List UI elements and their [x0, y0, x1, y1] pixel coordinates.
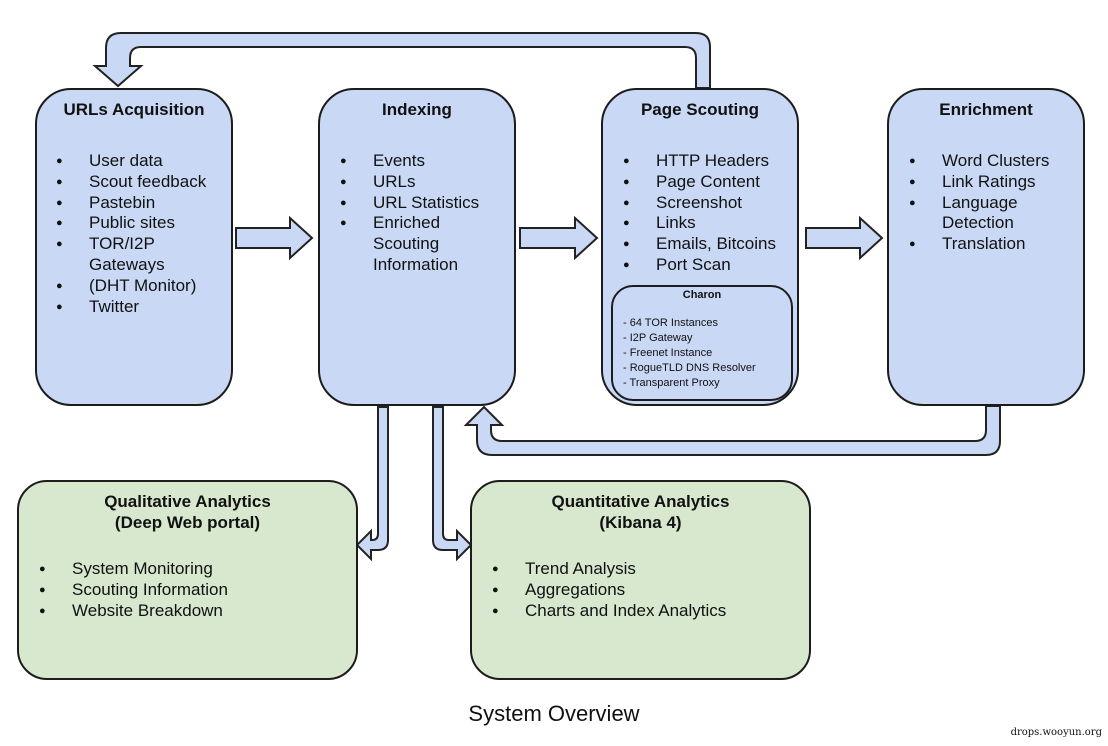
list-item: Translation	[909, 234, 1084, 255]
list-item: Language Detection	[909, 193, 1042, 235]
page-scouting-list: HTTP Headers Page Content Screenshot Lin…	[623, 151, 801, 276]
list-item: Twitter	[56, 297, 231, 318]
arrow-indexing-to-scouting	[519, 215, 599, 261]
list-item: Scout feedback	[56, 172, 231, 193]
list-item: Emails, Bitcoins	[623, 234, 801, 255]
diagram-caption: System Overview	[468, 701, 640, 726]
enrichment-list: Word Clusters Link Ratings Language Dete…	[909, 151, 1084, 255]
list-item: System Monitoring	[39, 559, 339, 580]
list-item: Port Scan	[623, 255, 801, 276]
quantitative-analytics-box: Quantitative Analytics (Kibana 4) Trend …	[470, 480, 811, 680]
list-item: Page Content	[623, 172, 801, 193]
enrichment-box: Enrichment Word Clusters Link Ratings La…	[887, 88, 1085, 406]
list-item: Charts and Index Analytics	[492, 601, 802, 622]
arrow-indexing-to-quantitative	[432, 406, 473, 562]
quantitative-analytics-subtitle: (Kibana 4)	[599, 513, 682, 532]
charon-list: - 64 TOR Instances - I2P Gateway - Freen…	[623, 316, 756, 391]
charon-title: Charon	[682, 289, 722, 301]
arrow-urls-to-indexing	[235, 215, 314, 261]
list-item: User data	[56, 151, 231, 172]
indexing-box: Indexing Events URLs URL Statistics Enri…	[318, 88, 516, 406]
list-item: (DHT Monitor)	[56, 276, 231, 297]
enrichment-title: Enrichment	[939, 100, 1033, 119]
list-item: TOR/I2P Gateways	[56, 234, 199, 276]
list-item: Pastebin	[56, 193, 231, 214]
qualitative-analytics-box: Qualitative Analytics (Deep Web portal) …	[17, 480, 358, 680]
list-item: - I2P Gateway	[623, 332, 693, 344]
qualitative-analytics-subtitle: (Deep Web portal)	[114, 513, 261, 532]
page-scouting-title: Page Scouting	[640, 100, 760, 119]
watermark: drops.wooyun.org	[1010, 727, 1102, 738]
list-item: - 64 TOR Instances	[623, 317, 718, 329]
list-item: Aggregations	[492, 580, 802, 601]
urls-acquisition-list: User data Scout feedback Pastebin Public…	[56, 151, 231, 317]
list-item: HTTP Headers	[623, 151, 801, 172]
list-item: URL Statistics	[340, 193, 500, 214]
list-item: Links	[623, 213, 801, 234]
list-item: Events	[340, 151, 500, 172]
quantitative-analytics-title: Quantitative Analytics	[551, 492, 730, 511]
list-item: Word Clusters	[909, 151, 1084, 172]
list-item: Enriched Scouting Information	[340, 213, 483, 275]
list-item: - Freenet Instance	[623, 347, 713, 359]
list-item: URLs	[340, 172, 500, 193]
list-item: - RogueTLD DNS Resolver	[623, 362, 756, 374]
list-item: Trend Analysis	[492, 559, 802, 580]
arrow-enrichment-to-indexing	[463, 405, 1001, 456]
list-item: - Transparent Proxy	[623, 377, 720, 389]
urls-acquisition-title: URLs Acquisition	[63, 100, 205, 119]
charon-box: Charon - 64 TOR Instances - I2P Gateway …	[611, 285, 793, 401]
arrow-scouting-to-enrichment	[805, 215, 884, 261]
list-item: Website Breakdown	[39, 601, 339, 622]
quantitative-analytics-list: Trend Analysis Aggregations Charts and I…	[492, 559, 802, 621]
arrow-indexing-to-qualitative	[355, 406, 389, 562]
indexing-list: Events URLs URL Statistics Enriched Scou…	[340, 151, 500, 276]
qualitative-analytics-list: System Monitoring Scouting Information W…	[39, 559, 339, 621]
qualitative-analytics-title: Qualitative Analytics	[104, 492, 271, 511]
indexing-title: Indexing	[382, 100, 452, 119]
list-item: Public sites	[56, 213, 231, 234]
urls-acquisition-box: URLs Acquisition User data Scout feedbac…	[35, 88, 233, 406]
list-item: Link Ratings	[909, 172, 1084, 193]
list-item: Screenshot	[623, 193, 801, 214]
arrow-scouting-to-urls-feedback	[92, 32, 711, 89]
list-item: Scouting Information	[39, 580, 339, 601]
